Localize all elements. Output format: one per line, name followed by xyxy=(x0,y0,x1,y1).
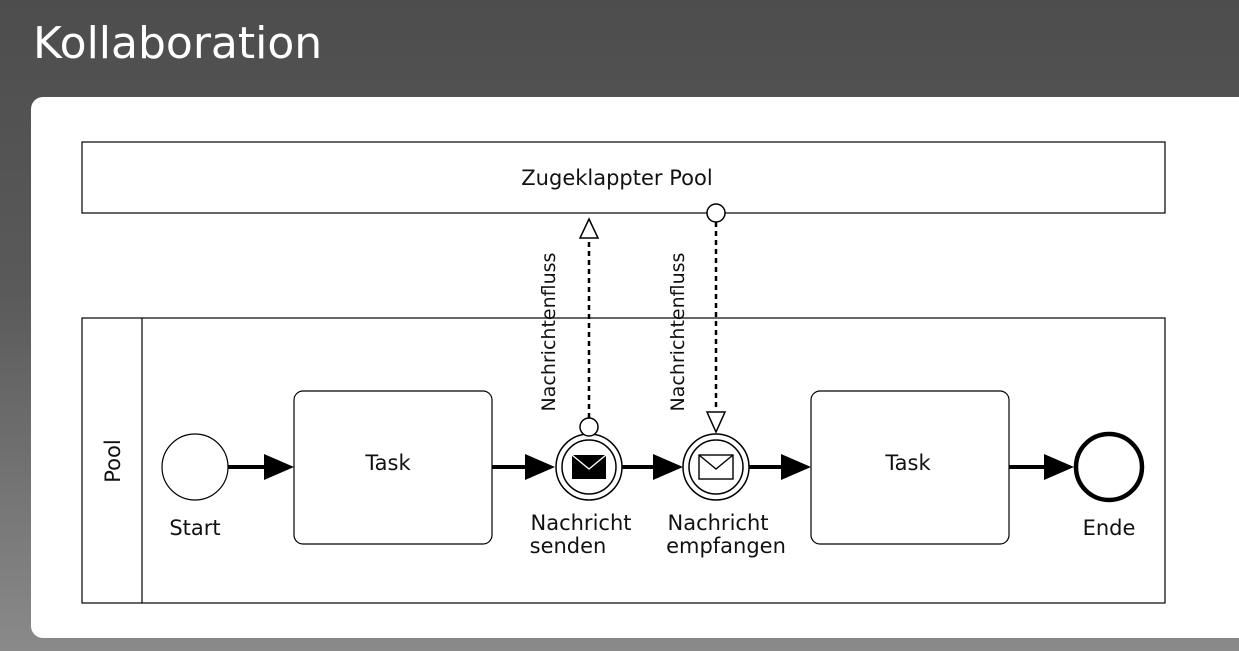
message-flow-1[interactable] xyxy=(578,217,600,437)
message-flow-2-label: Nachrichtenfluss xyxy=(667,253,689,412)
sequence-flow xyxy=(749,454,811,480)
receive-event-label-line2: empfangen xyxy=(666,534,786,558)
sequence-flow xyxy=(228,454,294,480)
collapsed-pool[interactable]: Zugeklappter Pool xyxy=(81,141,1166,214)
envelope-icon xyxy=(698,454,734,480)
end-event[interactable] xyxy=(1073,431,1145,503)
collapsed-pool-label: Zugeklappter Pool xyxy=(521,166,712,190)
task-1[interactable]: Task xyxy=(293,390,493,545)
filled-envelope-icon xyxy=(571,454,607,479)
task-2[interactable]: Task xyxy=(810,390,1010,545)
send-message-event[interactable] xyxy=(555,433,623,501)
sequence-flow xyxy=(622,454,683,480)
task-2-label: Task xyxy=(884,451,931,475)
sequence-flow xyxy=(492,454,555,480)
start-event[interactable] xyxy=(161,433,229,501)
start-label: Start xyxy=(169,516,220,540)
message-flow-2[interactable] xyxy=(705,203,727,434)
receive-message-event[interactable] xyxy=(682,433,750,501)
task-1-label: Task xyxy=(364,451,411,475)
receive-event-label-line1: Nachricht xyxy=(668,511,769,535)
pool-label: Pool xyxy=(101,439,125,482)
message-flow-1-label: Nachrichtenfluss xyxy=(538,253,560,412)
send-event-label-line2: senden xyxy=(530,534,607,558)
slide-title: Kollaboration xyxy=(33,18,323,69)
end-label: Ende xyxy=(1083,516,1136,540)
send-event-label-line1: Nachricht xyxy=(531,511,632,535)
sequence-flow xyxy=(1009,454,1074,480)
